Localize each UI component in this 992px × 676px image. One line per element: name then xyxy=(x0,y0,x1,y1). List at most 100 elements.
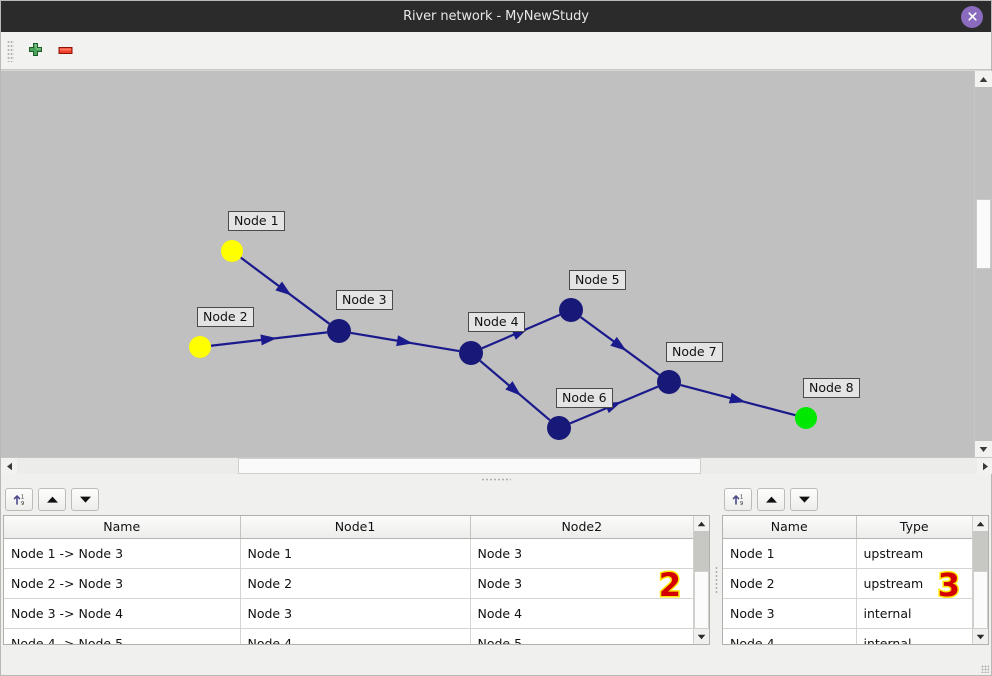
graph-node[interactable] xyxy=(221,240,243,262)
horizontal-splitter[interactable] xyxy=(1,474,991,484)
graph-edge-arrow-icon xyxy=(610,336,627,351)
table-cell[interactable]: Node 4 xyxy=(723,628,857,644)
graph-node[interactable] xyxy=(795,407,817,429)
graph-node-label[interactable]: Node 5 xyxy=(569,270,626,290)
table-cell[interactable]: internal xyxy=(856,598,972,629)
nodes-scroll-up-button[interactable] xyxy=(973,516,988,531)
column-header[interactable]: Node1 xyxy=(240,516,471,539)
panel-splitter-grip xyxy=(714,565,718,594)
graph-node-label[interactable]: Node 8 xyxy=(803,378,860,398)
table-cell[interactable]: Node 1 -> Node 3 xyxy=(4,538,241,569)
table-cell[interactable]: Node 3 xyxy=(240,598,471,629)
reaches-scroll-thumb[interactable] xyxy=(694,571,709,629)
table-cell[interactable]: Node 3 xyxy=(470,568,693,599)
diagram-vscroll-track[interactable] xyxy=(975,87,992,441)
reaches-panel-footer xyxy=(1,645,712,675)
diagram-vertical-scrollbar[interactable] xyxy=(974,71,992,457)
graph-edge-arrow-icon xyxy=(728,392,746,404)
table-cell[interactable]: Node 2 -> Node 3 xyxy=(4,568,241,599)
diagram-vscroll-thumb[interactable] xyxy=(976,199,991,269)
arrow-up-icon[interactable] xyxy=(38,488,66,511)
table-cell[interactable]: Node 4 xyxy=(470,598,693,629)
sort-ascending-icon[interactable]: 1 9 xyxy=(724,488,752,511)
column-header[interactable]: Type xyxy=(856,516,972,539)
nodes-toolbar: 1 9 xyxy=(720,484,991,515)
table-cell[interactable]: Node 3 -> Node 4 xyxy=(4,598,241,629)
graph-node[interactable] xyxy=(657,370,681,394)
graph-edge-arrow-icon xyxy=(275,281,292,296)
column-header[interactable]: Name xyxy=(4,516,241,539)
reaches-scroll-track[interactable] xyxy=(694,531,709,629)
reaches-scroll-down-button[interactable] xyxy=(694,629,709,644)
panel-vertical-splitter[interactable] xyxy=(712,484,720,675)
diagram-hscroll-thumb[interactable] xyxy=(238,458,701,474)
graph-node-label[interactable]: Node 1 xyxy=(228,211,285,231)
window-title: River network - MyNewStudy xyxy=(403,9,589,24)
graph-node-label[interactable]: Node 3 xyxy=(336,290,393,310)
graph-node[interactable] xyxy=(327,319,351,343)
column-header[interactable]: Name xyxy=(723,516,857,539)
scroll-up-button[interactable] xyxy=(975,71,992,87)
table-cell[interactable]: upstream xyxy=(856,568,972,599)
table-cell[interactable]: Node 5 xyxy=(470,628,693,644)
graph-node-label[interactable]: Node 2 xyxy=(197,307,254,327)
arrow-down-icon[interactable] xyxy=(71,488,99,511)
graph-node-label[interactable]: Node 7 xyxy=(666,342,723,362)
diagram-hscroll-track[interactable] xyxy=(17,458,977,474)
scroll-left-button[interactable] xyxy=(1,458,17,474)
table-cell[interactable]: Node 3 xyxy=(723,598,857,629)
graph-node-label[interactable]: Node 4 xyxy=(468,312,525,332)
table-cell[interactable]: upstream xyxy=(856,538,972,569)
nodes-scroll-down-button[interactable] xyxy=(973,629,988,644)
graph-node[interactable] xyxy=(547,416,571,440)
close-icon[interactable] xyxy=(961,5,983,28)
network-graph xyxy=(189,240,817,440)
graph-node-label[interactable]: Node 6 xyxy=(556,388,613,408)
table-cell[interactable]: Node 3 xyxy=(470,538,693,569)
graph-node[interactable] xyxy=(189,336,211,358)
nodes-scroll-thumb[interactable] xyxy=(973,571,988,629)
column-header[interactable]: Node2 xyxy=(470,516,693,539)
table-cell[interactable]: Node 1 xyxy=(723,538,857,569)
table-cell[interactable]: internal xyxy=(856,628,972,644)
add-plus-icon[interactable] xyxy=(20,36,50,66)
graph-node[interactable] xyxy=(459,341,483,365)
svg-text:9: 9 xyxy=(740,501,743,507)
nodes-scroll-track[interactable] xyxy=(973,531,988,629)
scroll-down-button[interactable] xyxy=(975,441,992,457)
nodes-table-scrollbar[interactable] xyxy=(972,516,988,644)
table-cell[interactable]: Node 2 xyxy=(723,568,857,599)
diagram-horizontal-scrollbar[interactable] xyxy=(1,457,992,474)
reaches-scroll-up-button[interactable] xyxy=(694,516,709,531)
table-cell[interactable]: Node 1 xyxy=(240,538,471,569)
reaches-table-scrollbar[interactable] xyxy=(693,516,709,644)
window-resize-grip[interactable] xyxy=(981,665,989,673)
remove-minus-icon[interactable] xyxy=(50,36,80,66)
scroll-right-button[interactable] xyxy=(977,458,992,474)
network-diagram-canvas[interactable]: Node 1 Node 2 Node 3 Node 4 Node 5 Node 6 Node… xyxy=(1,71,967,457)
table-cell[interactable]: Node 4 xyxy=(240,628,471,644)
main-toolbar xyxy=(1,32,991,70)
arrow-down-icon[interactable] xyxy=(790,488,818,511)
sort-ascending-icon[interactable]: 1 9 xyxy=(5,488,33,511)
graph-node[interactable] xyxy=(559,298,583,322)
table-cell[interactable]: Node 4 -> Node 5 xyxy=(4,628,241,644)
toolbar-grip[interactable] xyxy=(7,39,14,62)
arrow-up-icon[interactable] xyxy=(757,488,785,511)
table-cell[interactable]: Node 2 xyxy=(240,568,471,599)
